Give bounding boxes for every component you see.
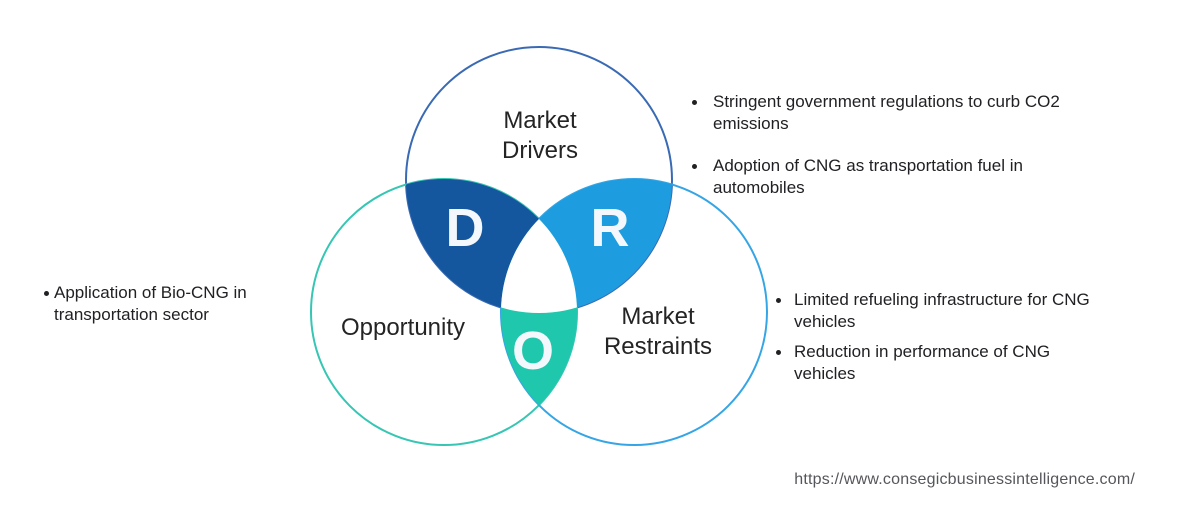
bullet-icon <box>44 291 49 296</box>
bullet-icon <box>692 100 697 105</box>
opportunity-bullet-list: Application of Bio-CNG in transportation… <box>44 282 273 326</box>
list-item: Limited refueling infrastructure for CNG… <box>776 289 1104 333</box>
list-item: Stringent government regulations to curb… <box>692 91 1108 135</box>
restraints-bullet-1: Limited refueling infrastructure for CNG… <box>794 290 1090 331</box>
opportunity-label-line1: Opportunity <box>340 314 466 341</box>
drivers-bullet-list: Stringent government regulations to curb… <box>692 91 1108 219</box>
restraints-label: Market Restraints <box>604 302 712 362</box>
bullet-icon <box>776 350 781 355</box>
list-item: Adoption of CNG as transportation fuel i… <box>692 155 1108 199</box>
list-item: Application of Bio-CNG in transportation… <box>44 282 273 326</box>
list-item: Reduction in performance of CNG vehicles <box>776 341 1104 385</box>
opportunity-letter: O <box>511 321 555 381</box>
restraints-bullet-list: Limited refueling infrastructure for CNG… <box>776 289 1104 393</box>
opportunity-label: Opportunity <box>341 313 465 343</box>
restraints-label-line1: Market <box>621 303 695 330</box>
drivers-letter: D <box>445 198 485 258</box>
restraints-label-line2: Restraints <box>603 333 713 360</box>
drivers-label-line2: Drivers <box>502 137 578 164</box>
drivers-label: Market Drivers <box>502 106 578 166</box>
restraints-bullet-2: Reduction in performance of CNG vehicles <box>794 342 1051 383</box>
drivers-bullet-2: Adoption of CNG as transportation fuel i… <box>713 156 1023 197</box>
drivers-label-line1: Market <box>503 107 577 134</box>
drivers-bullet-1: Stringent government regulations to curb… <box>713 92 1060 133</box>
bullet-icon <box>776 298 781 303</box>
bullet-icon <box>692 164 697 169</box>
opportunity-bullet-1: Application of Bio-CNG in transportation… <box>54 283 247 324</box>
restraints-letter: R <box>590 198 630 258</box>
source-url: https://www.consegicbusinessintelligence… <box>794 471 1135 488</box>
